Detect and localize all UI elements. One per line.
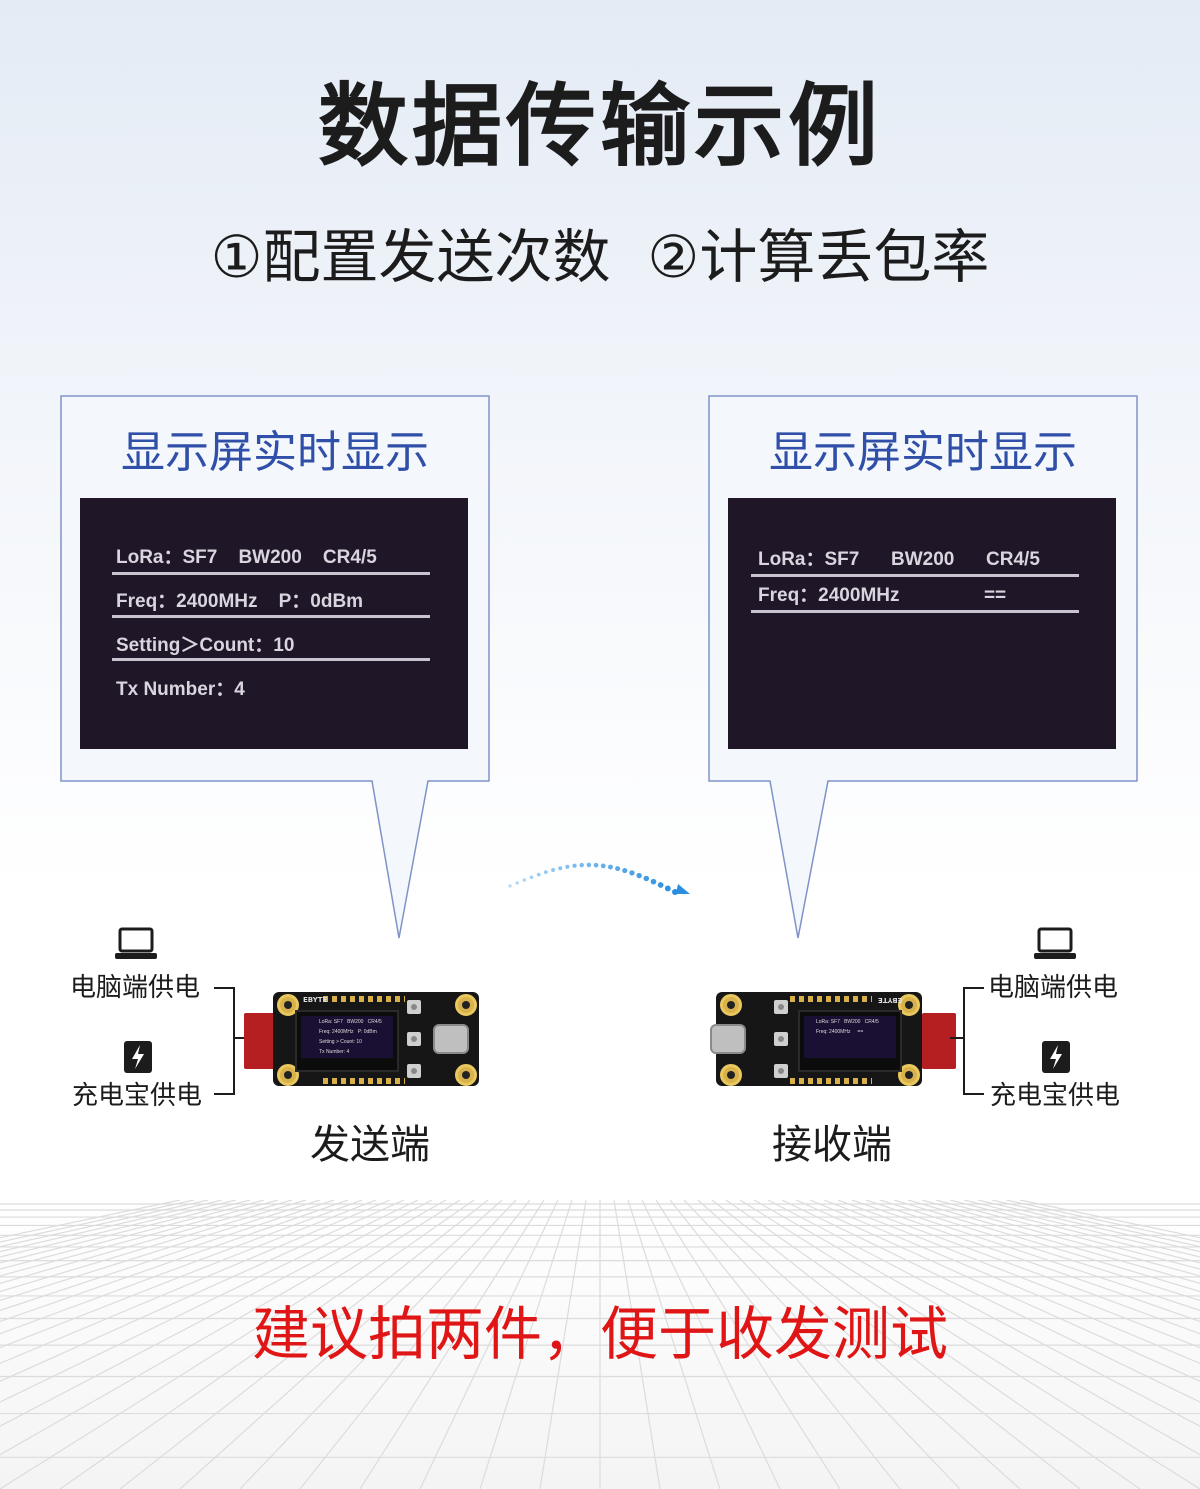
left-panel-title: 显示屏实时显示 (121, 427, 429, 478)
pc-power-label: 电脑端供电 (70, 973, 201, 1003)
board-button (774, 1000, 788, 1014)
arc-dot (629, 870, 635, 876)
pc-power-label: 电脑端供电 (988, 973, 1119, 1003)
usb-cable-plug (922, 1013, 956, 1069)
transmission-arrow (508, 862, 690, 895)
screen-divider (112, 615, 430, 618)
board-oled: LoRa: SF7 BW200 CR4/5 Freq: 2400MHz P: 0… (295, 1010, 399, 1072)
screen-line: Setting＞Count：10 (116, 635, 295, 656)
screen-divider (751, 610, 1079, 613)
powerbank-power-label: 充电宝供电 (72, 1081, 203, 1111)
page-title: 数据传输示例 (318, 74, 882, 179)
sender-board: EBYTE LoRa: SF7 BW200 CR4/5 Freq: 2400MH… (273, 992, 479, 1086)
floor-grid (0, 1200, 1200, 1489)
arc-dot (650, 878, 657, 885)
usb-c-port (710, 1024, 746, 1054)
arc-dot (515, 881, 519, 885)
screen-line: LoRa：SF7 BW200 CR4/5 (116, 547, 377, 568)
arc-dot (586, 862, 592, 868)
arc-dot (607, 864, 613, 870)
board-oled: LoRa: SF7 BW200 CR4/5 Freq: 2400MHz == (798, 1010, 902, 1072)
receiver-board: EBYTE LoRa: SF7 BW200 CR4/5 Freq: 2400MH… (710, 992, 922, 1086)
board-brand: EBYTE (878, 996, 903, 1004)
screen-divider (112, 658, 430, 661)
arc-dot (593, 862, 599, 868)
board-brand: EBYTE (303, 996, 328, 1004)
footer-note: 建议拍两件，便于收发测试 (251, 1300, 948, 1368)
screen-line: LoRa：SF7 BW200 CR4/5 (758, 549, 1040, 570)
usb-c-port (433, 1024, 469, 1054)
screen-divider (112, 572, 430, 575)
powerbank-power-label: 充电宝供电 (990, 1081, 1121, 1111)
board-button (407, 1000, 421, 1014)
screen-line: Freq：2400MHz P：0dBm (116, 591, 364, 612)
arc-dot (508, 884, 512, 888)
power-bank-icon (124, 1041, 152, 1073)
page-subtitle: ①配置发送次数 ②计算丢包率 (210, 223, 990, 291)
right-panel-title: 显示屏实时显示 (769, 427, 1077, 478)
sender-label: 发送端 (310, 1122, 430, 1168)
laptop-icon (1034, 927, 1076, 959)
arc-dot (565, 864, 570, 869)
arc-dot (579, 862, 584, 868)
arc-dot (551, 868, 556, 872)
screen-line: Tx Number：4 (116, 679, 245, 700)
arc-dot (657, 882, 664, 888)
callout-outlines (60, 395, 1138, 939)
right-power-bracket (950, 987, 984, 1095)
right-display-screen: LoRa：SF7 BW200 CR4/5 Freq：2400MHz == (728, 498, 1116, 749)
screen-divider (751, 574, 1079, 577)
left-display-screen: LoRa：SF7 BW200 CR4/5 Freq：2400MHz P：0dBm… (80, 498, 468, 749)
usb-cable-plug (244, 1013, 278, 1069)
arc-dot (536, 872, 541, 877)
arc-dot (622, 867, 628, 874)
laptop-icon (115, 927, 157, 959)
arc-dot (600, 863, 606, 869)
arc-dot (664, 885, 671, 892)
screen-line: Freq：2400MHz == (758, 585, 1007, 606)
arrow-head-icon (676, 884, 690, 894)
arc-dot (529, 875, 534, 880)
arc-dot (543, 870, 548, 875)
board-button (774, 1064, 788, 1078)
board-button (407, 1064, 421, 1078)
arc-dot (643, 875, 650, 882)
arc-dot (572, 863, 577, 868)
receiver-label: 接收端 (772, 1122, 892, 1168)
board-button (774, 1032, 788, 1046)
power-bank-icon (1042, 1041, 1070, 1073)
arc-dot (558, 866, 563, 871)
arc-dot (522, 878, 527, 882)
arc-dot (636, 872, 642, 879)
arc-dot (615, 866, 621, 872)
board-button (407, 1032, 421, 1046)
